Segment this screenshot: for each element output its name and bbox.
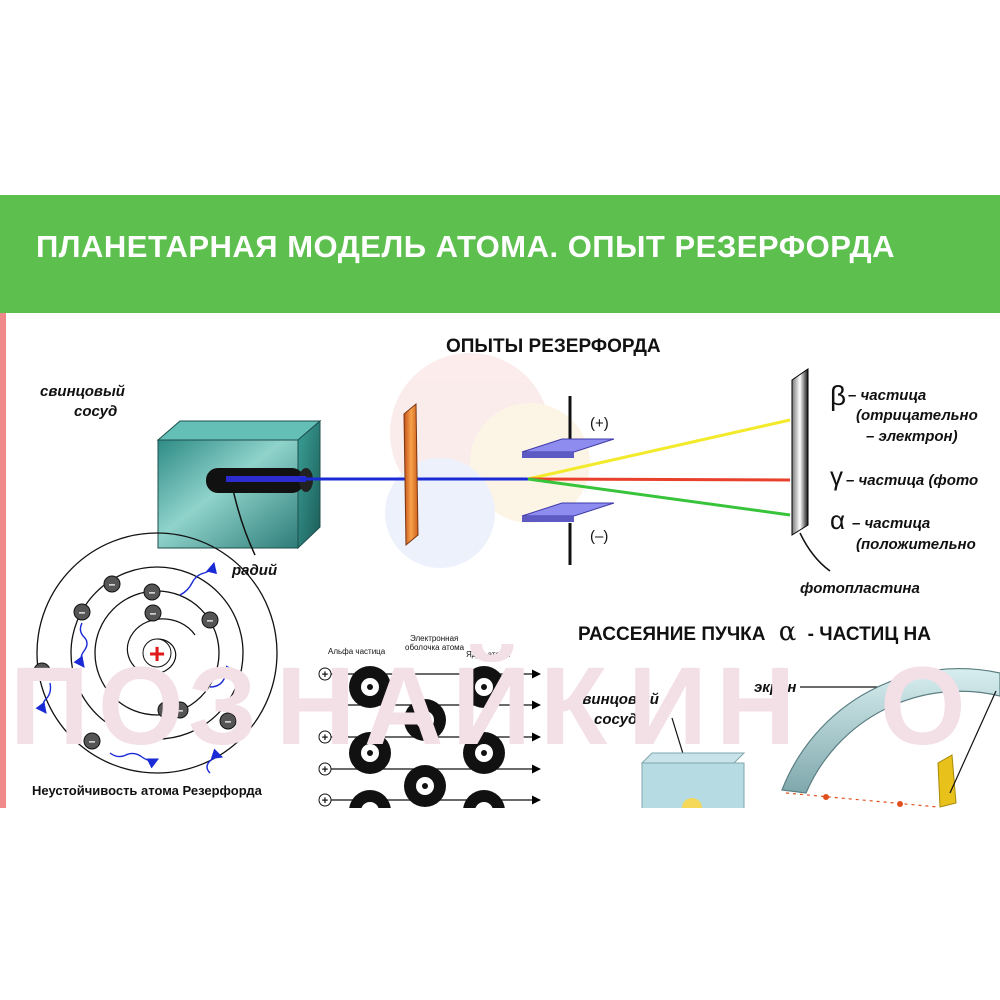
svg-text:+: + bbox=[322, 764, 328, 776]
alpha-particle-markers: + + + + + bbox=[318, 667, 332, 807]
page-title: ПЛАНЕТАРНАЯ МОДЕЛЬ АТОМА. ОПЫТ РЕЗЕРФОРД… bbox=[36, 229, 895, 264]
svg-text:–: – bbox=[109, 577, 116, 591]
gold-atom bbox=[404, 765, 446, 807]
alpha-particle: + bbox=[318, 730, 332, 744]
physics-diagram: ОПЫТЫ РЕЗЕРФОРДА свинцовый сосуд (+ bbox=[32, 336, 1000, 808]
slit-plate bbox=[403, 402, 419, 547]
gold-atom bbox=[404, 699, 446, 741]
plus-sign-label: (+) bbox=[590, 415, 609, 432]
gold-atom bbox=[349, 790, 391, 808]
svg-text:–: – bbox=[177, 703, 184, 717]
radiation-waves bbox=[35, 561, 238, 774]
beta-line1: – частица bbox=[848, 387, 926, 404]
beta-line3: – электрон) bbox=[866, 428, 958, 445]
svg-text:–: – bbox=[79, 605, 86, 619]
atom-caption: Неустойчивость атома Резерфорда bbox=[32, 783, 263, 798]
svg-text:+: + bbox=[322, 700, 328, 712]
svg-text:+: + bbox=[322, 669, 328, 681]
gamma-ray bbox=[527, 477, 791, 482]
lead-vessel-label: свинцовый сосуд bbox=[40, 383, 129, 420]
minus-sign-label: (–) bbox=[590, 528, 608, 545]
svg-text:–: – bbox=[150, 606, 157, 620]
scattering-heading: РАССЕЯНИЕ ПУЧКА α - ЧАСТИЦ НА bbox=[578, 617, 931, 647]
electron: – bbox=[103, 575, 121, 593]
gold-atom bbox=[349, 732, 391, 774]
screen-label: экран bbox=[754, 679, 796, 696]
alpha-particle: + bbox=[318, 793, 332, 807]
gamma-symbol: γ bbox=[830, 461, 843, 491]
beta-line2: (отрицательно bbox=[856, 407, 978, 424]
photoplate bbox=[791, 368, 809, 536]
alpha-particle-label: Альфа частица bbox=[328, 647, 386, 656]
alpha-ray bbox=[527, 477, 791, 517]
gold-atom bbox=[463, 732, 505, 774]
electron: – bbox=[143, 583, 161, 601]
gamma-line1: – частица (фото bbox=[846, 472, 978, 489]
capacitor bbox=[521, 396, 615, 565]
gold-atom bbox=[349, 666, 391, 708]
radium-label: радий bbox=[231, 562, 277, 579]
electron: – bbox=[219, 712, 237, 730]
lead-vessel bbox=[156, 419, 322, 550]
beta-symbol: β bbox=[830, 380, 846, 411]
photoplate-label: фотопластина bbox=[800, 580, 920, 597]
alpha-line2: (положительно bbox=[856, 536, 976, 553]
alpha-symbol: α bbox=[830, 505, 845, 535]
nucleus-label: Ядро атома bbox=[466, 650, 510, 659]
scatter-vessel-label: свинцовый сосуд bbox=[574, 691, 663, 728]
svg-text:–: – bbox=[149, 585, 156, 599]
electron: – bbox=[201, 611, 219, 629]
poster-area: ОПЫТЫ РЕЗЕРФОРДА свинцовый сосуд (+ bbox=[0, 313, 1000, 808]
electron-shell-label: Электронная оболочка атома bbox=[405, 634, 465, 652]
alpha-particle: + bbox=[318, 667, 332, 681]
alpha-particle: + bbox=[318, 698, 332, 712]
svg-text:–: – bbox=[89, 734, 96, 748]
unstable-atom-diagram: + – – – – – – – – – – bbox=[33, 532, 278, 774]
alpha-line1: – частица bbox=[852, 515, 930, 532]
background-cartoon-watermark bbox=[385, 353, 590, 568]
electron: – bbox=[73, 603, 91, 621]
nucleus-plus: + bbox=[149, 638, 165, 669]
beta-ray bbox=[527, 418, 791, 481]
gold-atom bbox=[463, 666, 505, 708]
electron: – bbox=[144, 604, 162, 622]
alpha-beam-trace bbox=[785, 792, 939, 808]
svg-text:+: + bbox=[322, 795, 328, 807]
svg-text:–: – bbox=[39, 664, 46, 678]
scatter-lead-vessel bbox=[640, 752, 746, 808]
electron-markers: – – – – – – – – – – bbox=[33, 575, 237, 750]
gold-atoms bbox=[349, 666, 505, 808]
electron: – bbox=[83, 732, 101, 750]
gold-foil bbox=[937, 754, 957, 808]
title-banner: ПЛАНЕТАРНАЯ МОДЕЛЬ АТОМА. ОПЫТ РЕЗЕРФОРД… bbox=[0, 195, 1000, 313]
svg-text:+: + bbox=[322, 732, 328, 744]
alpha-particle: + bbox=[318, 762, 332, 776]
left-edge-stripe bbox=[0, 313, 6, 808]
gold-atom bbox=[463, 790, 505, 808]
svg-text:–: – bbox=[225, 714, 232, 728]
electron: – bbox=[157, 701, 175, 719]
electron: – bbox=[33, 662, 51, 680]
svg-text:–: – bbox=[207, 613, 214, 627]
scattering-screen bbox=[781, 668, 1000, 794]
experiment-heading: ОПЫТЫ РЕЗЕРФОРДА bbox=[446, 336, 661, 357]
svg-text:–: – bbox=[163, 703, 170, 717]
